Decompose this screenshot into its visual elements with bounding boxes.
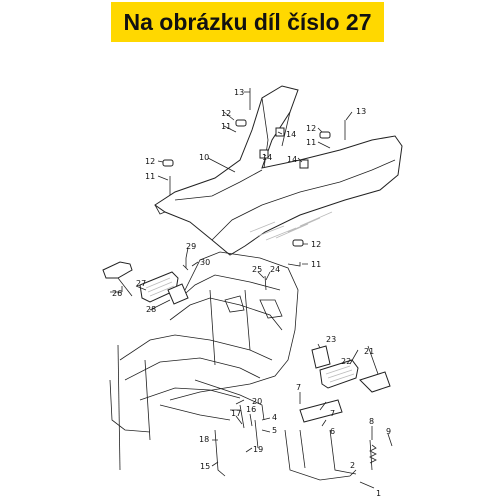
- callout-12a: 12: [221, 109, 231, 118]
- callout-20: 20: [252, 397, 262, 406]
- callout-24: 24: [270, 265, 280, 274]
- callout-1: 1: [376, 489, 381, 498]
- callout-labels: 13 13 12 12 12 12 11 11 11 11 14 14 14 1…: [112, 88, 391, 498]
- callout-12b: 12: [306, 124, 316, 133]
- header-banner: Na obrázku díl číslo 27: [111, 2, 384, 42]
- callout-10: 10: [199, 153, 209, 162]
- leader-lines: [110, 91, 393, 489]
- callout-19: 19: [253, 445, 263, 454]
- callout-12c: 12: [145, 157, 155, 166]
- callout-8: 8: [369, 417, 374, 426]
- footrest-right: [311, 345, 391, 393]
- callout-21: 21: [364, 347, 374, 356]
- callout-25: 25: [252, 265, 262, 274]
- callout-11c: 11: [145, 172, 155, 181]
- callout-11b: 11: [306, 138, 316, 147]
- callout-6: 6: [330, 427, 335, 436]
- callout-14b: 14: [262, 153, 272, 162]
- callout-28: 28: [146, 305, 156, 314]
- callout-2: 2: [350, 461, 355, 470]
- callout-18: 18: [199, 435, 209, 444]
- callout-29: 29: [186, 242, 196, 251]
- callout-4: 4: [272, 413, 277, 422]
- callout-12d: 12: [311, 240, 321, 249]
- callout-5: 5: [272, 426, 277, 435]
- callout-13a: 13: [234, 88, 244, 97]
- callout-11d: 11: [311, 260, 321, 269]
- callout-14a: 14: [286, 130, 296, 139]
- callout-9: 9: [386, 427, 391, 436]
- callout-22: 22: [341, 357, 351, 366]
- callout-15: 15: [200, 462, 210, 471]
- floor-cover: [154, 85, 403, 256]
- callout-13b: 13: [356, 107, 366, 116]
- callout-7a: 7: [296, 383, 301, 392]
- callout-17: 17: [231, 409, 241, 418]
- callout-27: 27: [136, 279, 146, 288]
- footrest-left: [102, 261, 189, 305]
- frame: [109, 251, 299, 471]
- callout-30: 30: [200, 258, 210, 267]
- callout-26: 26: [112, 289, 122, 298]
- header-text: Na obrázku díl číslo 27: [123, 8, 372, 35]
- callout-23: 23: [326, 335, 336, 344]
- callout-7b: 7: [330, 409, 335, 418]
- callout-11a: 11: [221, 122, 231, 131]
- callout-16: 16: [246, 405, 256, 414]
- callout-14c: 14: [287, 155, 297, 164]
